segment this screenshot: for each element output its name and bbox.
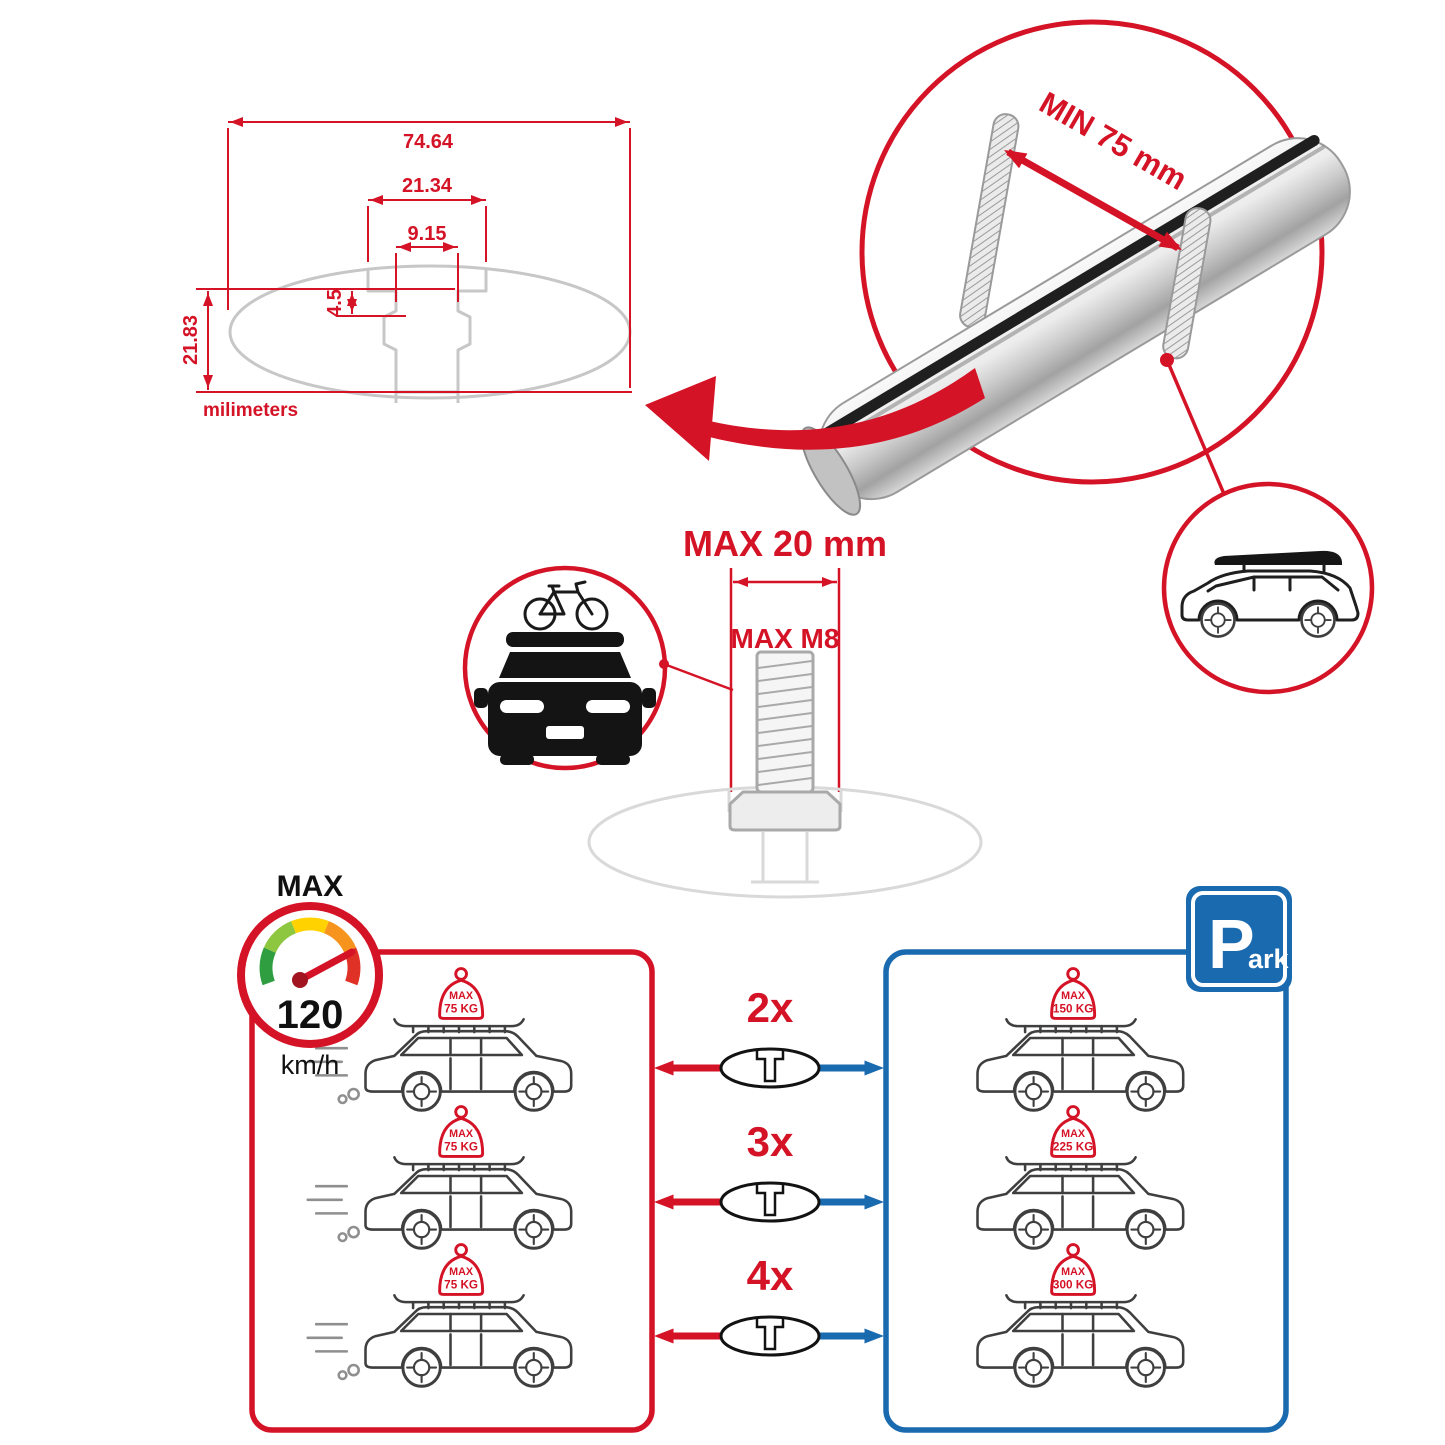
moving-car-3: MAX 75 KG xyxy=(306,1243,572,1387)
bar-count-row-1: 2x xyxy=(654,984,884,1089)
dim-total-height-label: 21.83 xyxy=(180,315,202,365)
crossbar-profile-icon xyxy=(719,1181,821,1223)
crossbar-profile-icon xyxy=(719,1315,821,1357)
svg-text:225 KG: 225 KG xyxy=(1053,1141,1093,1154)
bar-count-row-3: 4x xyxy=(654,1252,884,1357)
bolt-diagram: MAX 20 mm MAX M8 xyxy=(587,523,983,899)
roof-cargo-tag: MAX 225 KG xyxy=(1050,1105,1097,1158)
svg-text:MAX: MAX xyxy=(449,1128,474,1140)
parked-car-3: MAX 300 KG xyxy=(978,1243,1184,1387)
svg-text:3x: 3x xyxy=(747,1118,794,1165)
gauge-needle xyxy=(296,948,356,984)
dim-small-width-label: 9.15 xyxy=(408,223,447,245)
speedometer: MAX 120 km/h xyxy=(237,870,383,1080)
bike-car-circle xyxy=(462,565,734,771)
svg-text:4x: 4x xyxy=(747,1252,794,1299)
bicycle-icon xyxy=(523,580,609,631)
car-front-icon xyxy=(474,632,656,765)
gauge-hub xyxy=(292,972,308,988)
svg-text:75 KG: 75 KG xyxy=(444,1003,478,1016)
svg-text:2x: 2x xyxy=(747,984,794,1031)
dim-step-height-label: 4.5 xyxy=(324,289,346,317)
max-width-label: MAX 20 mm xyxy=(683,523,887,564)
dimension-arrowheads xyxy=(203,117,628,388)
max-thread-label: MAX M8 xyxy=(731,623,840,654)
moving-capacity-panel: MAX 75 KG MAX 75 KG MAX 75 KG xyxy=(249,949,655,1433)
parking-sign-icon: P ark xyxy=(1186,886,1292,992)
speed-unit: km/h xyxy=(281,1050,340,1080)
parked-car-2: MAX 225 KG xyxy=(978,1105,1184,1249)
roofbox-suv-icon xyxy=(1180,550,1360,638)
svg-text:MAX: MAX xyxy=(449,990,474,1002)
speed-max-label: MAX xyxy=(277,870,344,903)
bolt-dimension-lines xyxy=(729,568,841,792)
svg-text:MAX: MAX xyxy=(449,1266,474,1278)
crossbar-profile-icon xyxy=(719,1047,821,1089)
svg-text:MAX: MAX xyxy=(1061,1128,1086,1140)
speed-value: 120 xyxy=(277,993,344,1037)
moving-car-1: MAX 75 KG xyxy=(306,967,572,1111)
bar-count-row-2: 3x xyxy=(654,1118,884,1223)
svg-text:75 KG: 75 KG xyxy=(444,1279,478,1292)
svg-text:75 KG: 75 KG xyxy=(444,1141,478,1154)
parking-ark-label: ark xyxy=(1248,944,1290,974)
parked-car-1: MAX 150 KG xyxy=(978,967,1184,1111)
roof-cargo-tag: MAX 150 KG xyxy=(1050,967,1097,1020)
t-bolt xyxy=(728,650,842,832)
dimension-lines xyxy=(196,121,632,393)
parked-capacity-panel: MAX 150 KG MAX 225 KG MAX 300 KG xyxy=(883,886,1292,1433)
pointer-arrow xyxy=(645,368,985,461)
suv-roofbox-circle xyxy=(1161,481,1375,695)
dim-mid-width-label: 21.34 xyxy=(402,175,453,197)
roof-cargo-tag: MAX 75 KG xyxy=(438,967,485,1020)
bar-detail-circle: MIN 75 mm xyxy=(800,19,1351,516)
min-spacing-arrow xyxy=(999,142,1187,258)
roof-cargo-tag: MAX 75 KG xyxy=(438,1105,485,1158)
svg-text:300 KG: 300 KG xyxy=(1053,1279,1093,1292)
units-label: milimeters xyxy=(203,400,298,421)
circle-callout-dot xyxy=(659,659,669,669)
svg-text:MAX: MAX xyxy=(1061,990,1086,1002)
moving-car-2: MAX 75 KG xyxy=(306,1105,572,1249)
circle-callout-line xyxy=(663,662,734,692)
roof-cargo-tag: MAX 300 KG xyxy=(1050,1243,1097,1296)
bar-profile-outline xyxy=(228,264,632,403)
cross-section-diagram: 74.64 21.34 9.15 4.5 21.83 milimeters xyxy=(180,117,632,421)
callout-line xyxy=(1165,359,1226,495)
svg-text:150 KG: 150 KG xyxy=(1053,1003,1093,1016)
dim-total-width-label: 74.64 xyxy=(403,131,454,153)
svg-text:MAX: MAX xyxy=(1061,1266,1086,1278)
bar-count-rows: 2x 3x 4x xyxy=(654,984,884,1357)
parking-p-label: P xyxy=(1208,905,1255,983)
roof-cargo-tag: MAX 75 KG xyxy=(438,1243,485,1296)
